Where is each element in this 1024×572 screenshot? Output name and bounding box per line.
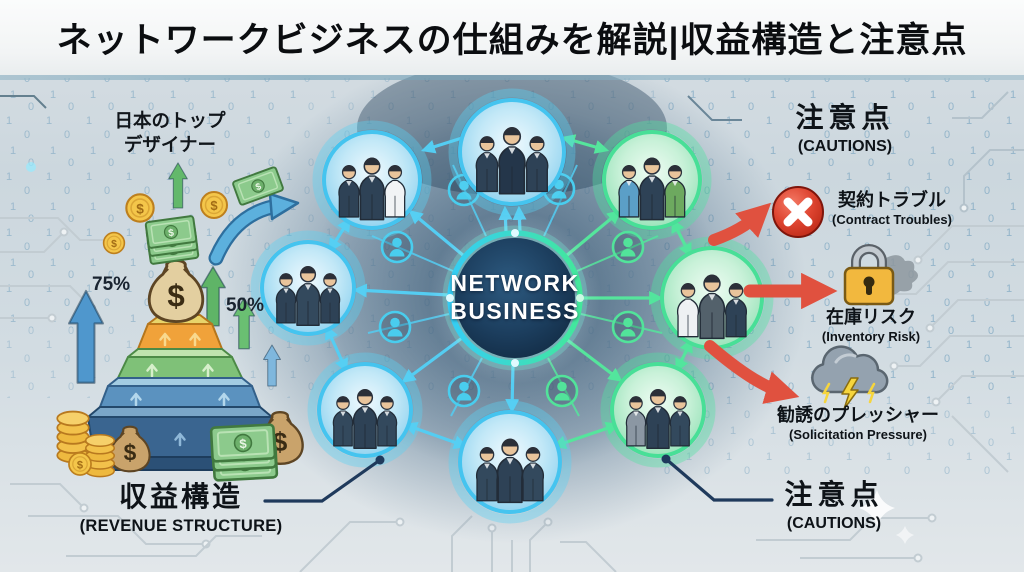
network-business-line2: BUSINESS [450, 298, 580, 325]
cautions-bottom-en: (CAUTIONS) [786, 514, 882, 532]
designer-note-line2: デザイナー [123, 133, 217, 155]
network-node-bottom-center [448, 400, 572, 524]
page-title: ネットワークビジネスの仕組みを解説|収益構造と注意点 [56, 21, 968, 60]
cautions-top-en: (CAUTIONS) [797, 137, 893, 155]
avatar-icon [545, 374, 579, 408]
center-circle [429, 212, 601, 384]
warning-inventory-risk: 在庫リスク (Inventory Risk) [796, 306, 946, 346]
title-bar: ネットワークビジネスの仕組みを解説|収益構造と注意点 [0, 0, 1024, 75]
warning-inventory-risk-jp: 在庫リスク [826, 307, 916, 327]
sparkle-icon [859, 490, 914, 544]
network-node-bottom-left [307, 352, 423, 468]
network-business-line1: NETWORK [450, 270, 580, 296]
warning-arrows [704, 202, 838, 404]
callout-lines [263, 454, 774, 503]
network-node-top-right [592, 120, 712, 240]
warning-contract-troubles-en: (Contract Troubles) [832, 212, 952, 228]
percent-75-label: 75% [92, 274, 131, 295]
avatar-icon [378, 310, 412, 344]
coin-icon [125, 193, 155, 223]
red-arrow [708, 202, 772, 246]
curved-arrow-icon [208, 192, 300, 266]
warning-contract-troubles-jp: 契約トラブル [838, 190, 946, 210]
cash-stack-icon [209, 423, 279, 482]
network-node-right [650, 236, 774, 360]
padlock-icon [843, 244, 919, 306]
designer-note: 日本のトップ デザイナー [90, 109, 250, 156]
cash-stack-icon [144, 214, 200, 266]
revenue-structure-label: 収益構造 (REVENUE STRUCTURE) [46, 479, 316, 537]
revenue-illustration [56, 162, 304, 482]
header-divider [0, 75, 1024, 80]
coin-icon [102, 231, 126, 255]
network-node-left [250, 230, 366, 346]
storm-cloud-icon [811, 345, 889, 410]
avatar-icon [447, 374, 481, 408]
network-node-bottom-right [600, 352, 716, 468]
red-arrow [704, 340, 800, 404]
warning-contract-troubles: 契約トラブル (Contract Troubles) [822, 189, 962, 229]
cautions-label-top: 注意点 (CAUTIONS) [750, 100, 940, 157]
coin-icon [200, 191, 228, 219]
cautions-top-jp: 注意点 [795, 102, 895, 133]
x-circle-icon [772, 186, 824, 238]
warning-solicitation-pressure-en: (Solicitation Pressure) [789, 427, 927, 443]
cautions-label-bottom: 注意点 (CAUTIONS) [748, 477, 920, 534]
network-node-top-left [312, 120, 432, 240]
glow-dot [26, 162, 36, 172]
network-business-label: NETWORK BUSINESS [432, 269, 598, 325]
warning-solicitation-pressure: 勧誘のプレッシャー (Solicitation Pressure) [762, 404, 954, 444]
revenue-structure-en: (REVENUE STRUCTURE) [79, 516, 283, 535]
coin-icon [68, 452, 92, 476]
cautions-bottom-jp: 注意点 [784, 479, 884, 510]
network-node-top-center [448, 88, 576, 216]
avatar-icon [611, 310, 645, 344]
warning-inventory-risk-en: (Inventory Risk) [821, 329, 921, 345]
designer-note-line1: 日本のトップ [114, 110, 226, 131]
warning-solicitation-pressure-jp: 勧誘のプレッシャー [777, 405, 939, 425]
percent-50-label: 50% [226, 295, 265, 316]
revenue-structure-jp: 収益構造 [118, 481, 243, 512]
